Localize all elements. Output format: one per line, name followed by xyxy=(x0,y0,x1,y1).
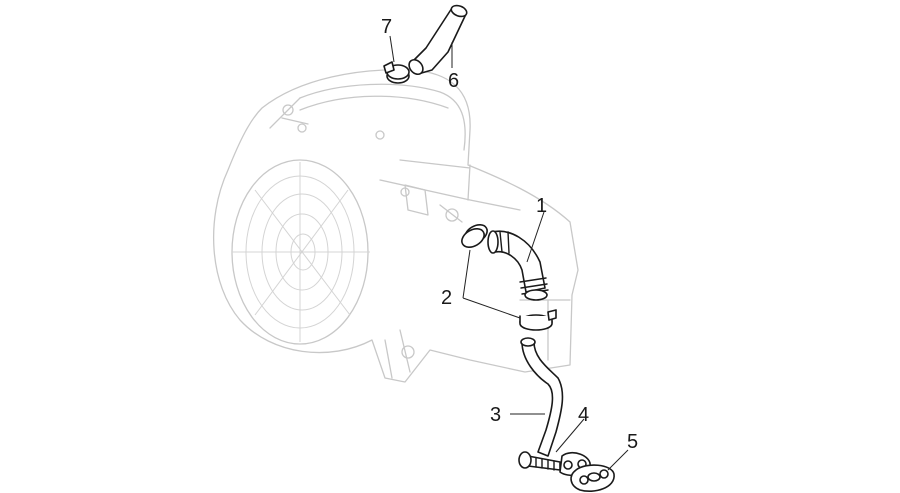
callout-2: 2 xyxy=(441,287,452,309)
callout-1: 1 xyxy=(536,195,547,217)
callout-6: 6 xyxy=(448,70,459,92)
part-3-pipe xyxy=(520,337,564,457)
leader-lines xyxy=(389,35,629,471)
callout-4: 4 xyxy=(578,404,589,426)
part-6-breather-hose xyxy=(408,4,468,76)
part-7-hose-clamp xyxy=(383,61,410,84)
callout-3: 3 xyxy=(490,404,501,426)
part-5-gasket xyxy=(570,464,615,492)
flywheel-fan-ghost xyxy=(231,159,370,345)
callout-7: 7 xyxy=(381,16,392,38)
callout-labels: 1 2 3 4 5 6 7 xyxy=(381,16,638,453)
callout-5: 5 xyxy=(627,431,638,453)
part-2-hose-clamps xyxy=(461,224,557,331)
engine-housing-ghost xyxy=(213,69,579,383)
part-1-elbow-hose xyxy=(487,230,549,301)
